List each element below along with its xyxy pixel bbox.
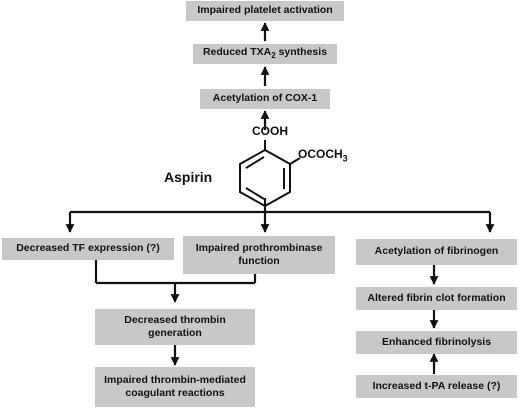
inner-double-bond-left — [245, 156, 265, 169]
bond-to-ester — [289, 157, 301, 165]
reduced-txa2-subscript: 2 — [271, 51, 276, 61]
acetylation-fibrinogen-box: Acetylation of fibrinogen — [356, 239, 517, 265]
impaired-platelet-label: Impaired platelet activation — [197, 4, 333, 17]
impaired-thrombin-mediated-label: Impaired thrombin-mediated coagulant rea… — [104, 373, 246, 399]
decreased-tf-box: Decreased TF expression (?) — [2, 238, 174, 260]
reduced-txa2-label: Reduced TXA2 synthesis — [203, 46, 327, 61]
enhanced-fibrinolysis-label: Enhanced fibrinolysis — [381, 335, 492, 348]
impaired-prothrombinase-box: Impaired prothrombinase function — [183, 236, 335, 274]
decreased-thrombin-box: Decreased thrombin generation — [95, 309, 255, 345]
acetylation-cox1-label: Acetylation of COX-1 — [212, 92, 318, 105]
benzene-ring — [239, 148, 291, 208]
acetylation-fibrinogen-label: Acetylation of fibrinogen — [374, 245, 499, 258]
ococh3-main: OCOCH — [298, 147, 343, 161]
altered-clot-label: Altered fibrin clot formation — [367, 291, 506, 304]
altered-clot-box: Altered fibrin clot formation — [356, 287, 517, 310]
impaired-thrombin-mediated-box: Impaired thrombin-mediated coagulant rea… — [95, 367, 255, 407]
decreased-thrombin-label: Decreased thrombin generation — [124, 313, 226, 339]
reduced-txa2-main: Reduced TXA — [202, 46, 272, 59]
acetylation-cox1-box: Acetylation of COX-1 — [200, 89, 330, 109]
increased-tpa-label: Increased t-PA release (?) — [372, 379, 501, 392]
aspirin-molecule — [239, 140, 301, 208]
inner-double-bond-bottom — [245, 187, 265, 200]
ococh3-label: OCOCH3 — [298, 147, 348, 163]
impaired-prothrombinase-label: Impaired prothrombinase function — [195, 241, 323, 267]
decreased-tf-label: Decreased TF expression (?) — [16, 242, 160, 255]
cooh-label: COOH — [252, 124, 288, 138]
ococh3-subscript: 3 — [342, 153, 348, 164]
aspirin-label: Aspirin — [164, 169, 213, 185]
impaired-platelet-box: Impaired platelet activation — [186, 1, 344, 21]
increased-tpa-box: Increased t-PA release (?) — [356, 375, 517, 398]
reduced-txa2-rest: synthesis — [275, 46, 328, 59]
reduced-txa2-box: Reduced TXA2 synthesis — [193, 44, 337, 64]
enhanced-fibrinolysis-box: Enhanced fibrinolysis — [356, 331, 517, 354]
